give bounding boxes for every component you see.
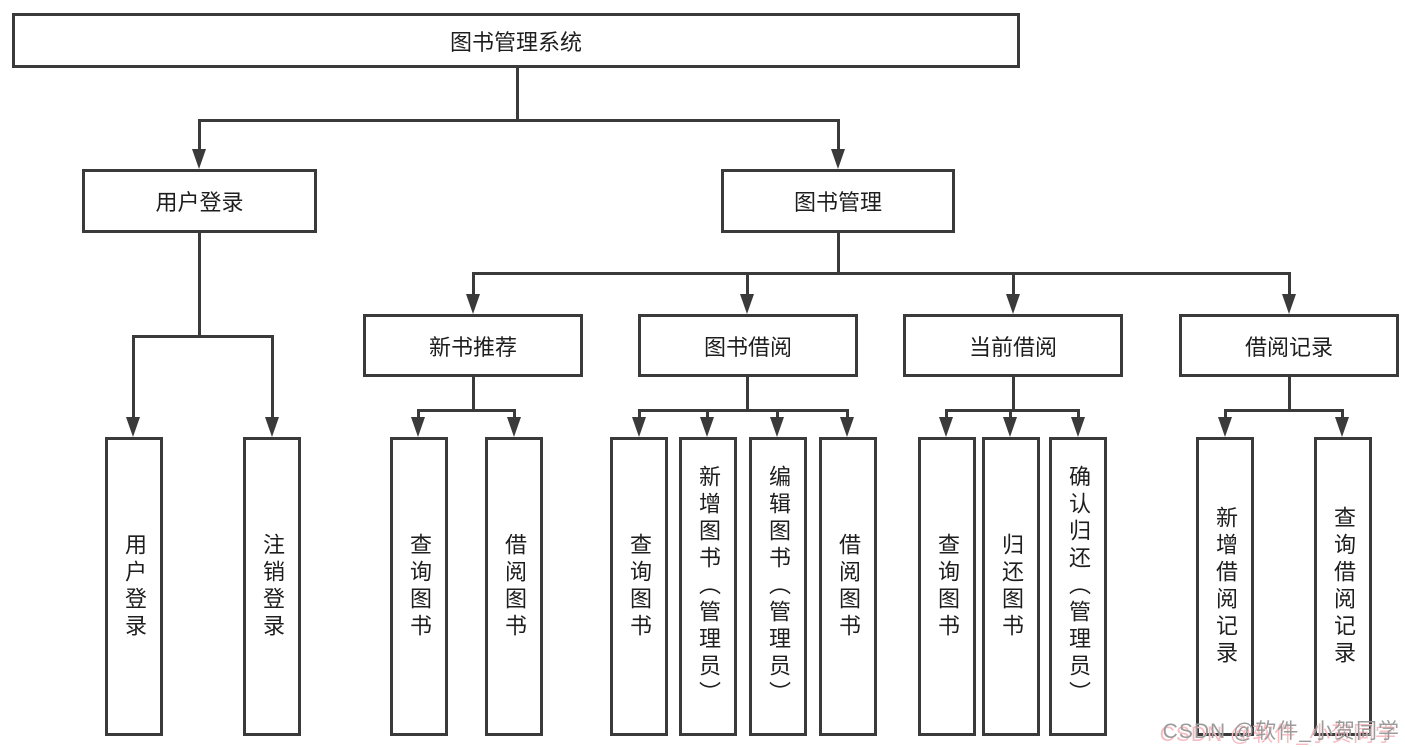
node-book-management: 图书管理: [721, 169, 955, 233]
connector-bb-borrow-drop: [846, 409, 849, 417]
connector-current-borrow-drop: [1012, 272, 1015, 294]
csdn-watermark: CSDN @软件_小贺同学: [1162, 720, 1400, 743]
connector-cb-confirm-drop: [1077, 409, 1080, 417]
connector-cb-query-drop: [945, 409, 948, 417]
connector-cb-return-drop: [1009, 409, 1012, 417]
connector-leaf-user-login-drop: [132, 335, 135, 417]
connector-leaf-logout-drop: [271, 335, 274, 417]
node-root: 图书管理系统: [12, 13, 1020, 68]
connector-br-add-drop: [1224, 409, 1227, 417]
connector-bb-query-drop: [638, 409, 641, 417]
leaf-borrow-edit-book-admin: 编辑图书（管理员）: [749, 437, 807, 736]
connector-cb-stem: [1012, 377, 1015, 409]
arrowhead-book-borrow: [740, 294, 754, 314]
connector-bb-edit-drop: [776, 409, 779, 417]
arrowhead-bb-add-book: [700, 417, 714, 437]
arrowhead-rec-borrow-book: [507, 417, 521, 437]
connector-cb-bus: [945, 409, 1080, 412]
connector-level2-bus: [198, 119, 840, 122]
node-current-borrow: 当前借阅: [903, 314, 1123, 377]
connector-bb-stem: [746, 377, 749, 409]
leaf-logout: 注销登录: [243, 437, 301, 736]
connector-root-stem: [516, 68, 519, 120]
connector-br-stem: [1288, 377, 1291, 409]
arrowhead-bb-edit-book: [770, 417, 784, 437]
arrowhead-br-query-record: [1335, 417, 1349, 437]
leaf-recommend-query-book: 查询图书: [390, 437, 448, 736]
connector-book-borrow-drop: [746, 272, 749, 294]
leaf-borrow-borrow-book: 借阅图书: [819, 437, 877, 736]
node-new-book-recommend: 新书推荐: [363, 314, 583, 377]
connector-rec-stem: [472, 377, 475, 409]
connector-rec-query-drop: [417, 409, 420, 417]
connector-user-login-drop: [198, 119, 201, 149]
node-book-borrow: 图书借阅: [638, 314, 858, 377]
leaf-current-confirm-return-admin: 确认归还（管理员）: [1049, 437, 1107, 736]
arrowhead-br-add-record: [1218, 417, 1232, 437]
arrowhead-borrow-record: [1282, 294, 1296, 314]
node-user-login: 用户登录: [82, 169, 317, 233]
connector-bb-bus: [638, 409, 849, 412]
arrowhead-cb-confirm-return: [1071, 417, 1085, 437]
connector-user-login-stem: [198, 233, 201, 335]
connector-book-mgmt-stem: [837, 233, 840, 272]
connector-book-mgmt-drop: [837, 119, 840, 149]
connector-bb-add-drop: [706, 409, 709, 417]
arrowhead-bb-borrow-book: [840, 417, 854, 437]
leaf-record-add-record: 新增借阅记录: [1196, 437, 1254, 736]
connector-rec-borrow-drop: [513, 409, 516, 417]
connector-rec-bus: [417, 409, 516, 412]
leaf-current-return-book: 归还图书: [982, 437, 1040, 736]
arrowhead-leaf-logout: [265, 417, 279, 437]
arrowhead-bb-query-book: [632, 417, 646, 437]
leaf-current-query-book: 查询图书: [918, 437, 976, 736]
leaf-record-query-record: 查询借阅记录: [1314, 437, 1372, 736]
connector-br-query-drop: [1341, 409, 1344, 417]
arrowhead-new-book-rec: [466, 294, 480, 314]
connector-new-book-rec-drop: [472, 272, 475, 294]
leaf-user-login: 用户登录: [105, 437, 163, 736]
arrowhead-rec-query-book: [411, 417, 425, 437]
connector-borrow-record-drop: [1288, 272, 1291, 294]
arrowhead-book-mgmt: [831, 149, 845, 169]
arrowhead-leaf-user-login: [126, 417, 140, 437]
connector-br-bus: [1224, 409, 1344, 412]
arrowhead-user-login: [192, 149, 206, 169]
leaf-recommend-borrow-book: 借阅图书: [485, 437, 543, 736]
connector-user-login-bus: [132, 335, 274, 338]
arrowhead-cb-return-book: [1003, 417, 1017, 437]
leaf-borrow-add-book-admin: 新增图书（管理员）: [679, 437, 737, 736]
node-borrow-record: 借阅记录: [1179, 314, 1399, 377]
connector-level3-bus: [472, 272, 1291, 275]
leaf-borrow-query-book: 查询图书: [610, 437, 668, 736]
arrowhead-cb-query-book: [939, 417, 953, 437]
arrowhead-current-borrow: [1006, 294, 1020, 314]
